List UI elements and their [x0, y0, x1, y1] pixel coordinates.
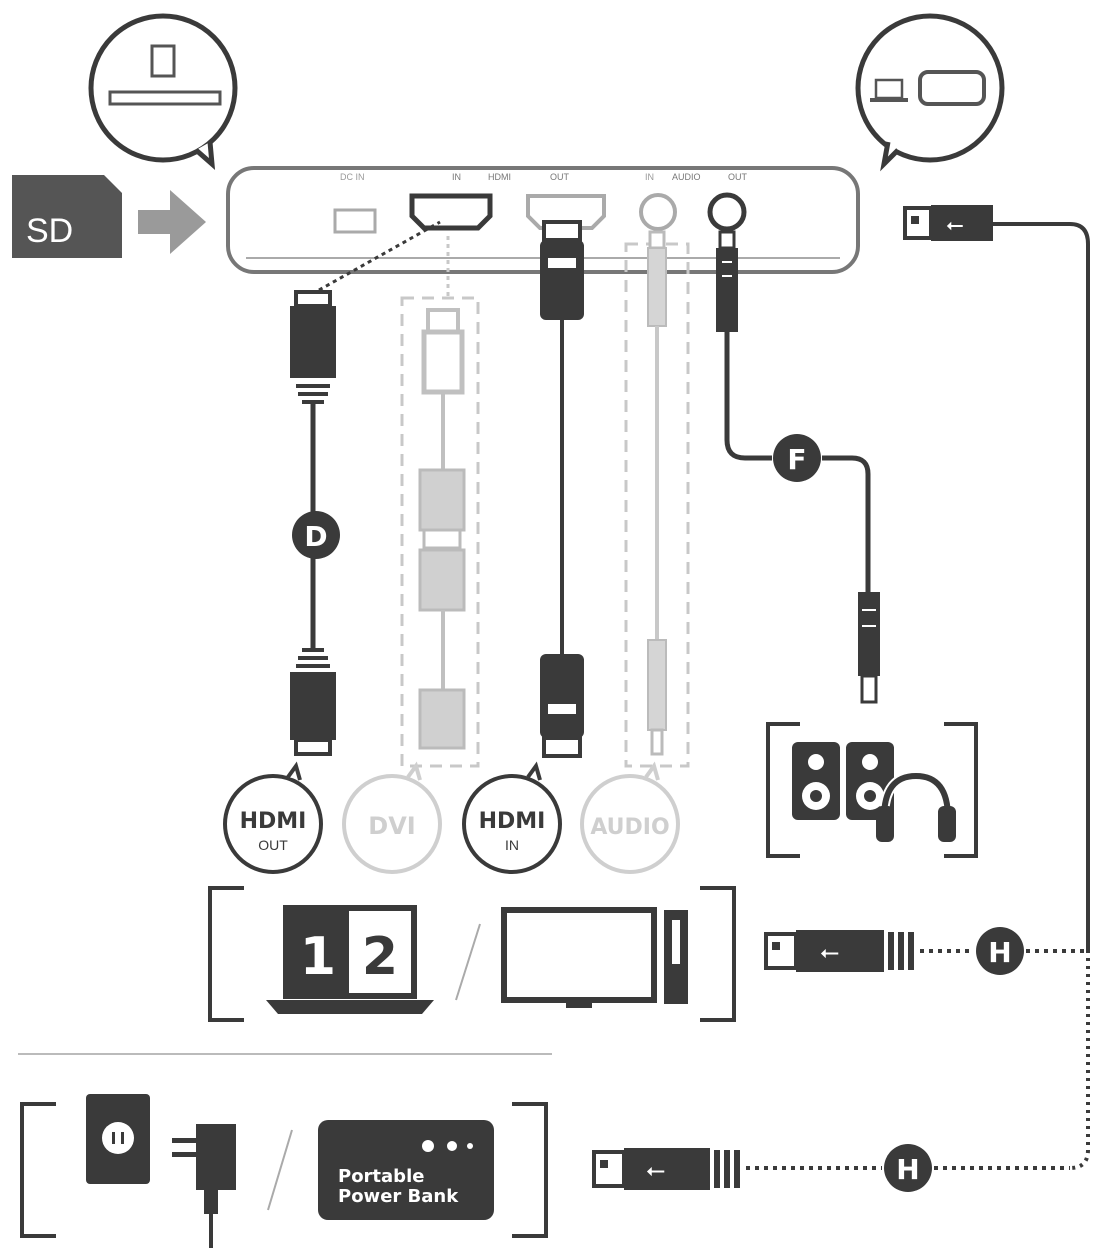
marker-h-display: H [976, 927, 1024, 975]
bubble-hdmi-in-line2: IN [505, 837, 519, 853]
usb-plug-display: ⭠ [764, 930, 1088, 972]
insert-arrow-icon [138, 190, 206, 254]
display-devices-group: 1 2 [208, 886, 736, 1022]
port-label-audio-in: IN [645, 172, 654, 182]
audio-in-cable [624, 230, 690, 768]
monitor-pc-icon [501, 907, 688, 1008]
headphones-icon [876, 770, 956, 842]
speaker-left-icon [792, 742, 840, 820]
laptop-screen-right: 2 [362, 927, 398, 987]
marker-f: F [773, 434, 821, 482]
power-bank-line1: Portable [338, 1166, 424, 1187]
laptop-screen-left: 1 [300, 927, 336, 987]
port-label-in: IN [452, 172, 461, 182]
bubble-dvi: DVI [342, 761, 442, 874]
usb-cable-dotted [1069, 950, 1090, 1170]
usb-plug-power: ⭠ [592, 1148, 1070, 1190]
usb-cable-main [993, 222, 1090, 950]
marker-h-display-label: H [988, 936, 1011, 969]
marker-h-power-label: H [896, 1153, 919, 1186]
power-adapter-icon [172, 1124, 236, 1248]
audio-in-jack [639, 193, 677, 231]
power-bank-icon: Portable Power Bank [318, 1120, 494, 1220]
marker-d: D [292, 511, 340, 559]
power-bank-line2: Power Bank [338, 1186, 459, 1207]
wall-outlet-icon [86, 1094, 150, 1184]
power-sources-group: Portable Power Bank [20, 1094, 548, 1248]
audio-out-cable [716, 230, 880, 704]
sd-slot-bubble [88, 13, 238, 170]
hdmi-out-cable [290, 220, 441, 756]
usb-symbol-icon: ⭠ [946, 212, 964, 237]
marker-f-label: F [787, 443, 806, 476]
usb-symbol-icon: ⭠ [646, 1157, 665, 1184]
hdmi-in-port [409, 193, 493, 231]
bubble-hdmi-out: HDMI OUT [223, 761, 323, 874]
hdmi-in-cable [540, 220, 584, 758]
laptop-small-icon [870, 78, 908, 102]
usb-port-bubble [855, 13, 1005, 172]
port-label-dc-in: DC IN [340, 172, 365, 182]
bubble-hdmi-in: HDMI IN [462, 761, 562, 874]
bubble-hdmi-out-line1: HDMI [240, 809, 307, 834]
bubble-audio: AUDIO [580, 761, 680, 874]
port-label-out: OUT [550, 172, 570, 182]
bubble-hdmi-out-line2: OUT [258, 837, 288, 853]
marker-h-power: H [884, 1144, 932, 1192]
laptop-icon: 1 2 [266, 905, 434, 1014]
usb-symbol-icon: ⭠ [820, 939, 839, 966]
sd-card-label: SD [26, 212, 73, 250]
bubble-dvi-line1: DVI [368, 812, 415, 840]
separator-slash [267, 1129, 293, 1211]
marker-d-label: D [304, 520, 327, 553]
bubble-hdmi-in-line1: HDMI [479, 809, 546, 834]
dc-in-port [333, 208, 377, 234]
separator-slash [455, 923, 481, 1001]
usb-plug-top: ⭠ [903, 205, 993, 241]
audio-output-group [766, 722, 978, 858]
port-label-audio: AUDIO [672, 172, 701, 182]
dvi-adapter-cable [400, 236, 480, 768]
bubble-audio-line1: AUDIO [590, 815, 669, 840]
audio-out-jack [707, 192, 747, 232]
port-label-audio-out: OUT [728, 172, 748, 182]
port-label-hdmi: HDMI [488, 172, 511, 182]
sd-card-icon: SD [12, 175, 122, 258]
